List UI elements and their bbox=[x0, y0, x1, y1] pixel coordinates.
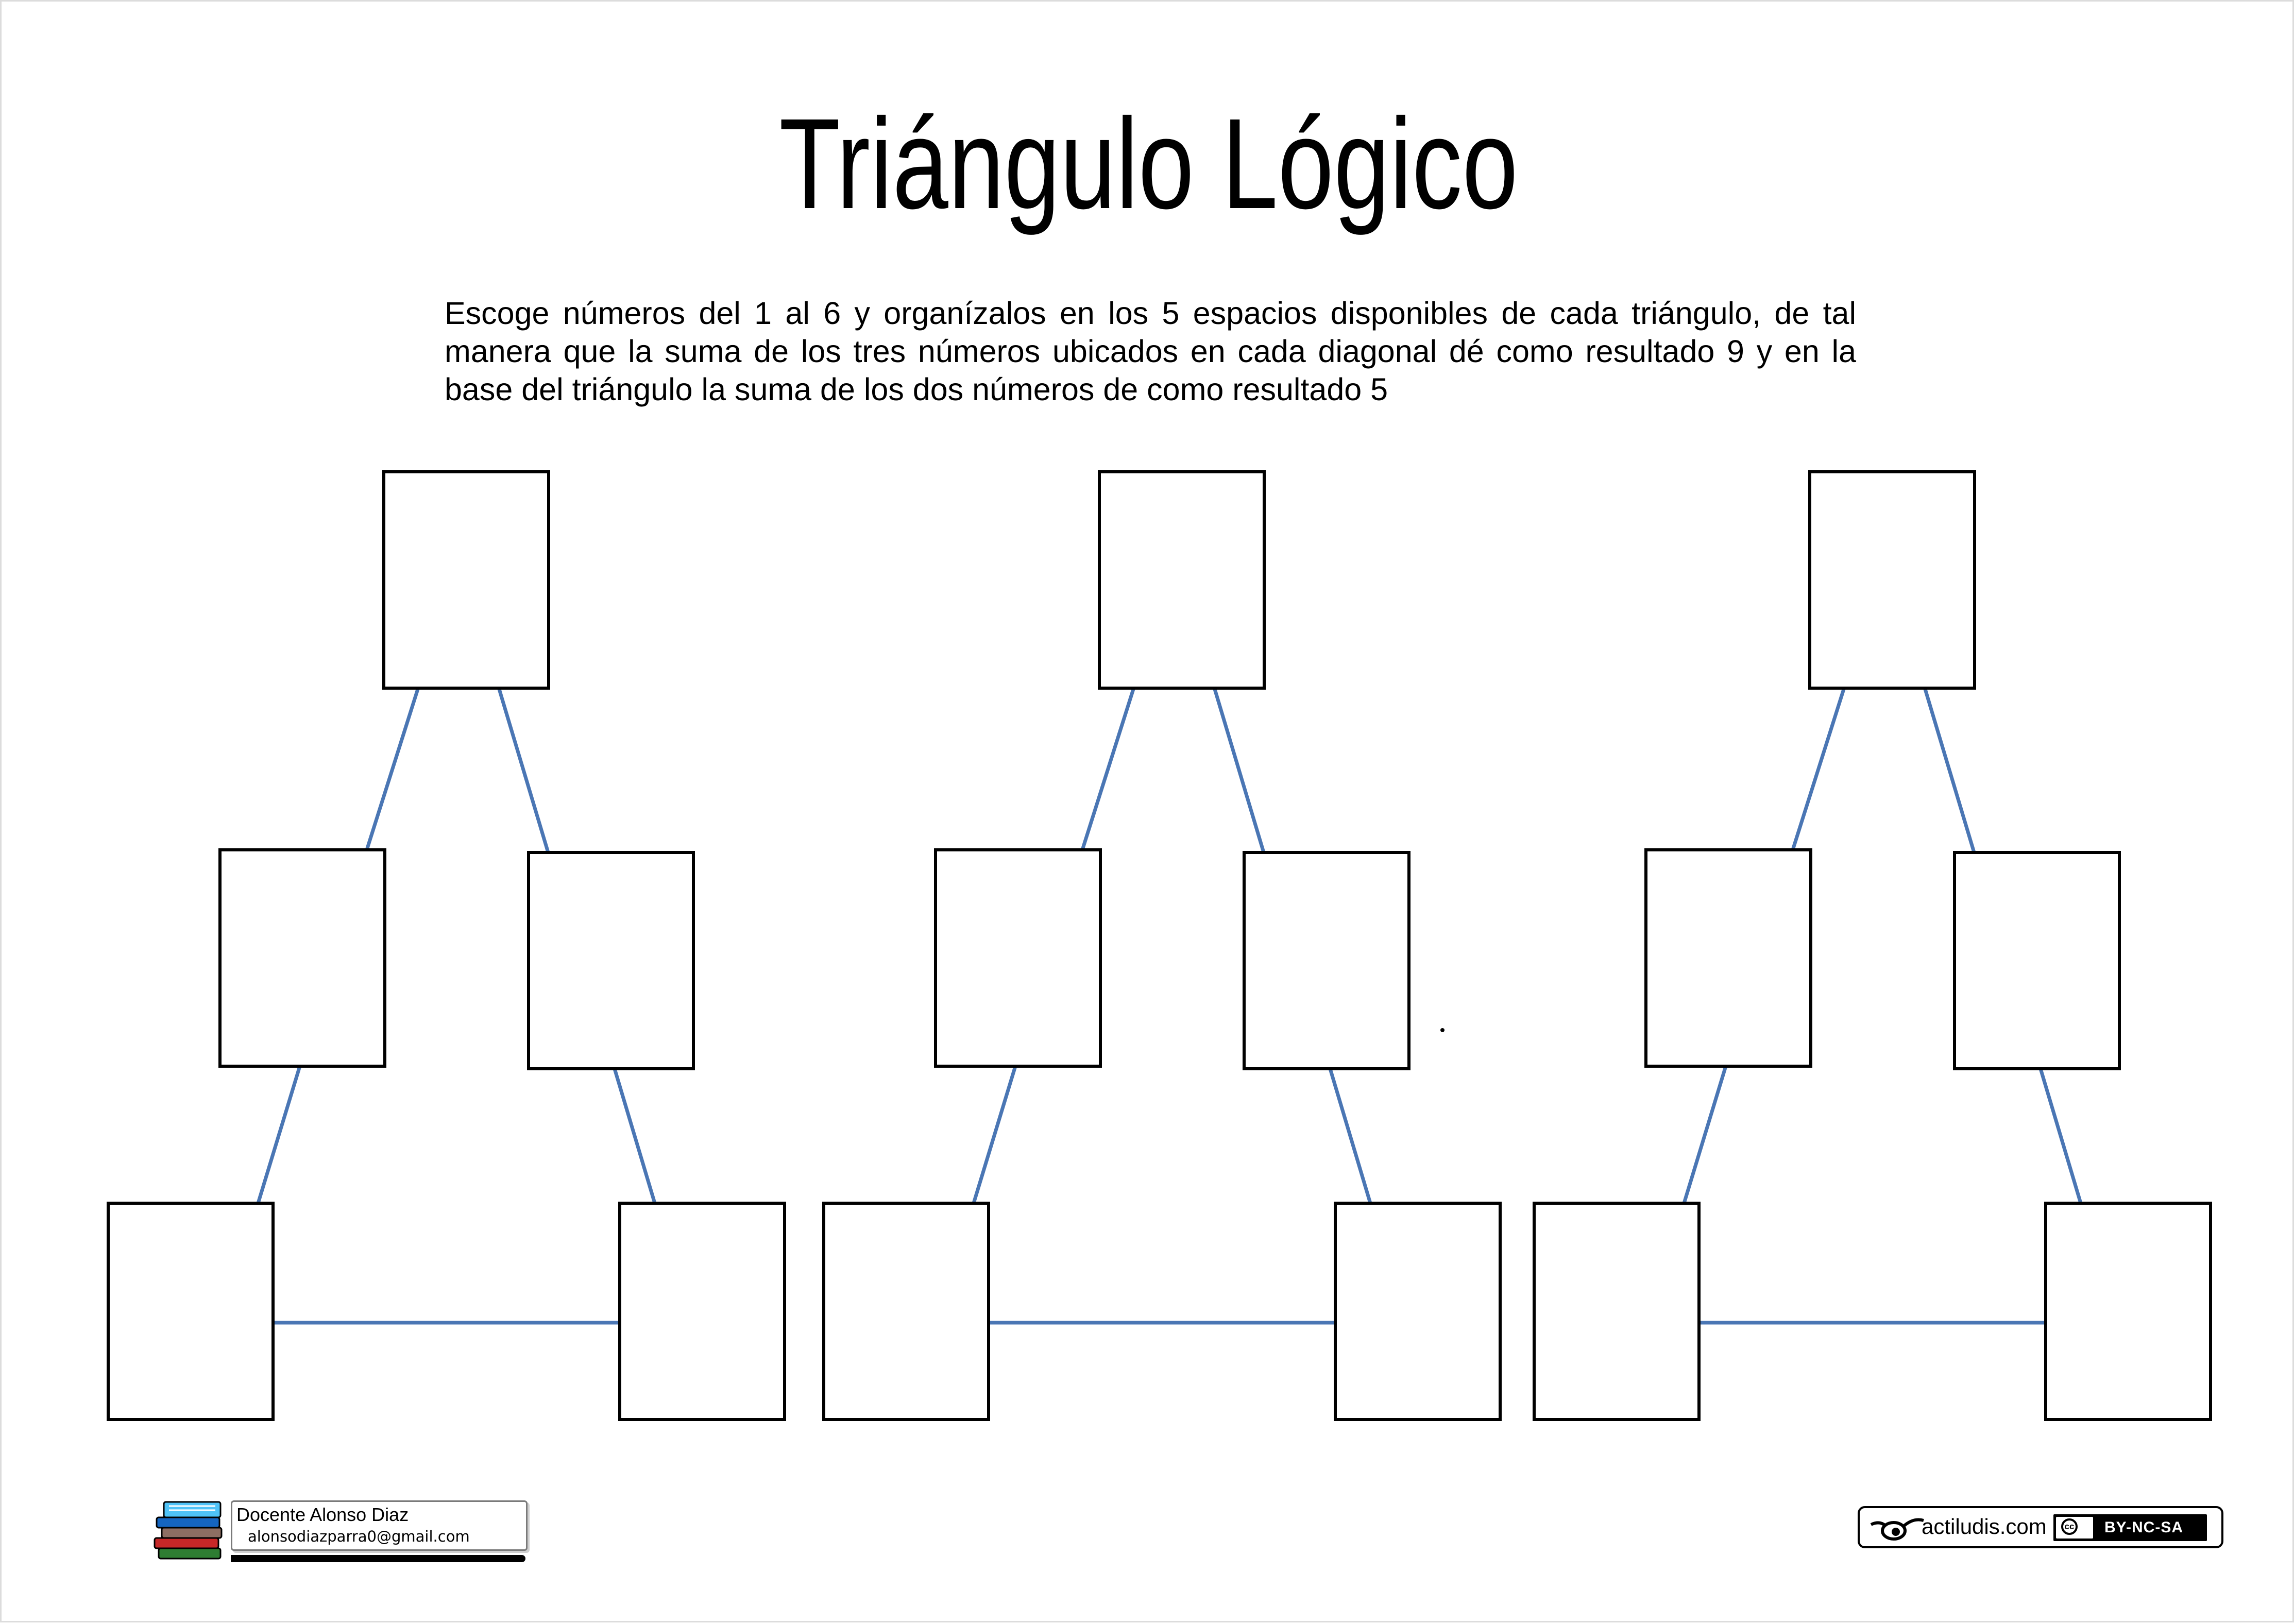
stray-dot bbox=[1440, 1028, 1445, 1032]
right-diagonal-lower-connector bbox=[1328, 1068, 1372, 1204]
triangle-1 bbox=[107, 470, 786, 1421]
author-email[interactable]: alonsodiazparra0@gmail.com bbox=[248, 1528, 470, 1545]
right-diagonal-upper-connector bbox=[1923, 688, 1976, 853]
bottom-left-box[interactable] bbox=[822, 1202, 990, 1421]
author-info-box: Docente Alonso Diaz alonsodiazparra0@gma… bbox=[231, 1500, 528, 1551]
bottom-left-box[interactable] bbox=[107, 1202, 275, 1421]
page-title: Triángulo Lógico bbox=[779, 92, 1518, 235]
triangle-3 bbox=[1533, 470, 2212, 1421]
middle-right-box[interactable] bbox=[1953, 851, 2121, 1070]
license-pill: cc BY-NC-SA bbox=[2053, 1514, 2207, 1541]
left-diagonal-lower-connector bbox=[972, 1065, 1017, 1204]
author-underline bbox=[231, 1555, 525, 1562]
middle-left-box[interactable] bbox=[934, 848, 1102, 1068]
site-name: actiludis.com bbox=[1922, 1514, 2047, 1538]
right-diagonal-lower-connector bbox=[613, 1068, 657, 1204]
bottom-left-box[interactable] bbox=[1533, 1202, 1701, 1421]
bottom-right-box[interactable] bbox=[1334, 1202, 1502, 1421]
top-box[interactable] bbox=[1808, 470, 1976, 690]
right-diagonal-upper-connector bbox=[497, 688, 550, 853]
cc-icon: cc bbox=[2056, 1517, 2093, 1538]
top-box[interactable] bbox=[382, 470, 550, 690]
license-code: BY-NC-SA bbox=[2104, 1519, 2184, 1536]
left-diagonal-lower-connector bbox=[256, 1065, 302, 1204]
middle-left-box[interactable] bbox=[1644, 848, 1812, 1068]
middle-right-box[interactable] bbox=[1243, 851, 1411, 1070]
middle-right-box[interactable] bbox=[527, 851, 695, 1070]
bottom-right-box[interactable] bbox=[618, 1202, 786, 1421]
author-name: Docente Alonso Diaz bbox=[236, 1504, 409, 1525]
left-diagonal-lower-connector bbox=[1682, 1065, 1728, 1204]
left-diagonal-upper-connector bbox=[1791, 688, 1846, 851]
right-diagonal-upper-connector bbox=[1213, 688, 1266, 853]
top-box[interactable] bbox=[1098, 470, 1266, 690]
license-badge[interactable]: actiludis.com cc BY-NC-SA bbox=[1858, 1506, 2223, 1548]
left-diagonal-upper-connector bbox=[365, 688, 420, 851]
bottom-right-box[interactable] bbox=[2044, 1202, 2212, 1421]
middle-left-box[interactable] bbox=[218, 848, 386, 1068]
triangle-2 bbox=[822, 470, 1502, 1421]
eye-icon bbox=[1870, 1518, 1924, 1541]
author-card: Docente Alonso Diaz alonsodiazparra0@gma… bbox=[148, 1498, 530, 1565]
right-diagonal-lower-connector bbox=[2038, 1068, 2083, 1204]
books-icon bbox=[154, 1501, 223, 1560]
cc-symbol: cc bbox=[2061, 1518, 2078, 1535]
left-diagonal-upper-connector bbox=[1080, 688, 1135, 851]
instructions-text: Escoge números del 1 al 6 y organízalos … bbox=[445, 296, 1856, 407]
